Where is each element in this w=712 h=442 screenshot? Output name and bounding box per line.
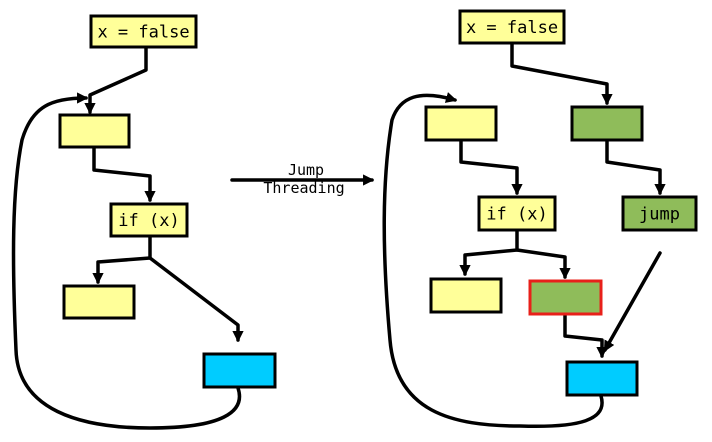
before-edge-entry-to-loop-header	[84, 44, 148, 115]
before-edge-back-edge	[11, 92, 242, 430]
before-entry-label: x = false	[97, 23, 189, 43]
before-cond-block	[109, 202, 189, 238]
after-jump-block	[621, 195, 698, 232]
after-entry-label: x = false	[466, 18, 558, 38]
after-cond-label: if (x)	[486, 205, 547, 225]
after-edge-green-to-merge	[563, 313, 608, 359]
after-threaded-block	[570, 105, 644, 142]
before-edge-cond-to-left-block	[92, 235, 152, 285]
before-edge-cond-to-merge-block	[148, 256, 244, 343]
after-green-block-highlighted	[528, 279, 603, 316]
after-edge-loop-header-to-cond	[459, 139, 523, 196]
after-cfg: x = false if (x) jump	[382, 9, 698, 429]
after-jump-label: jump	[639, 205, 680, 225]
caption-line-2: Threading	[263, 179, 344, 197]
after-entry-block	[458, 9, 566, 45]
after-merge-block	[565, 360, 639, 397]
before-cfg: x = false if (x)	[11, 14, 277, 430]
before-cond-label: if (x)	[118, 211, 179, 231]
after-loop-header-block	[424, 105, 498, 142]
after-edge-jump-to-merge	[603, 251, 662, 352]
after-edge-entry-to-threaded-block	[510, 41, 613, 106]
after-edge-cond-to-left-block	[459, 228, 519, 277]
before-entry-block	[89, 14, 198, 49]
before-left-block	[62, 284, 136, 320]
after-edge-back-edge	[382, 92, 604, 429]
after-cond-block	[477, 195, 557, 232]
before-merge-block	[202, 352, 277, 389]
caption-line-1: Jump	[288, 161, 324, 179]
transform-arrow-group: Jump Threading	[230, 161, 375, 197]
before-loop-header-block	[58, 113, 131, 149]
after-edge-threaded-to-jump	[605, 138, 666, 196]
before-edge-loop-header-to-cond	[92, 146, 156, 203]
after-left-block	[429, 277, 503, 314]
after-edge-cond-to-green-block	[515, 248, 571, 280]
